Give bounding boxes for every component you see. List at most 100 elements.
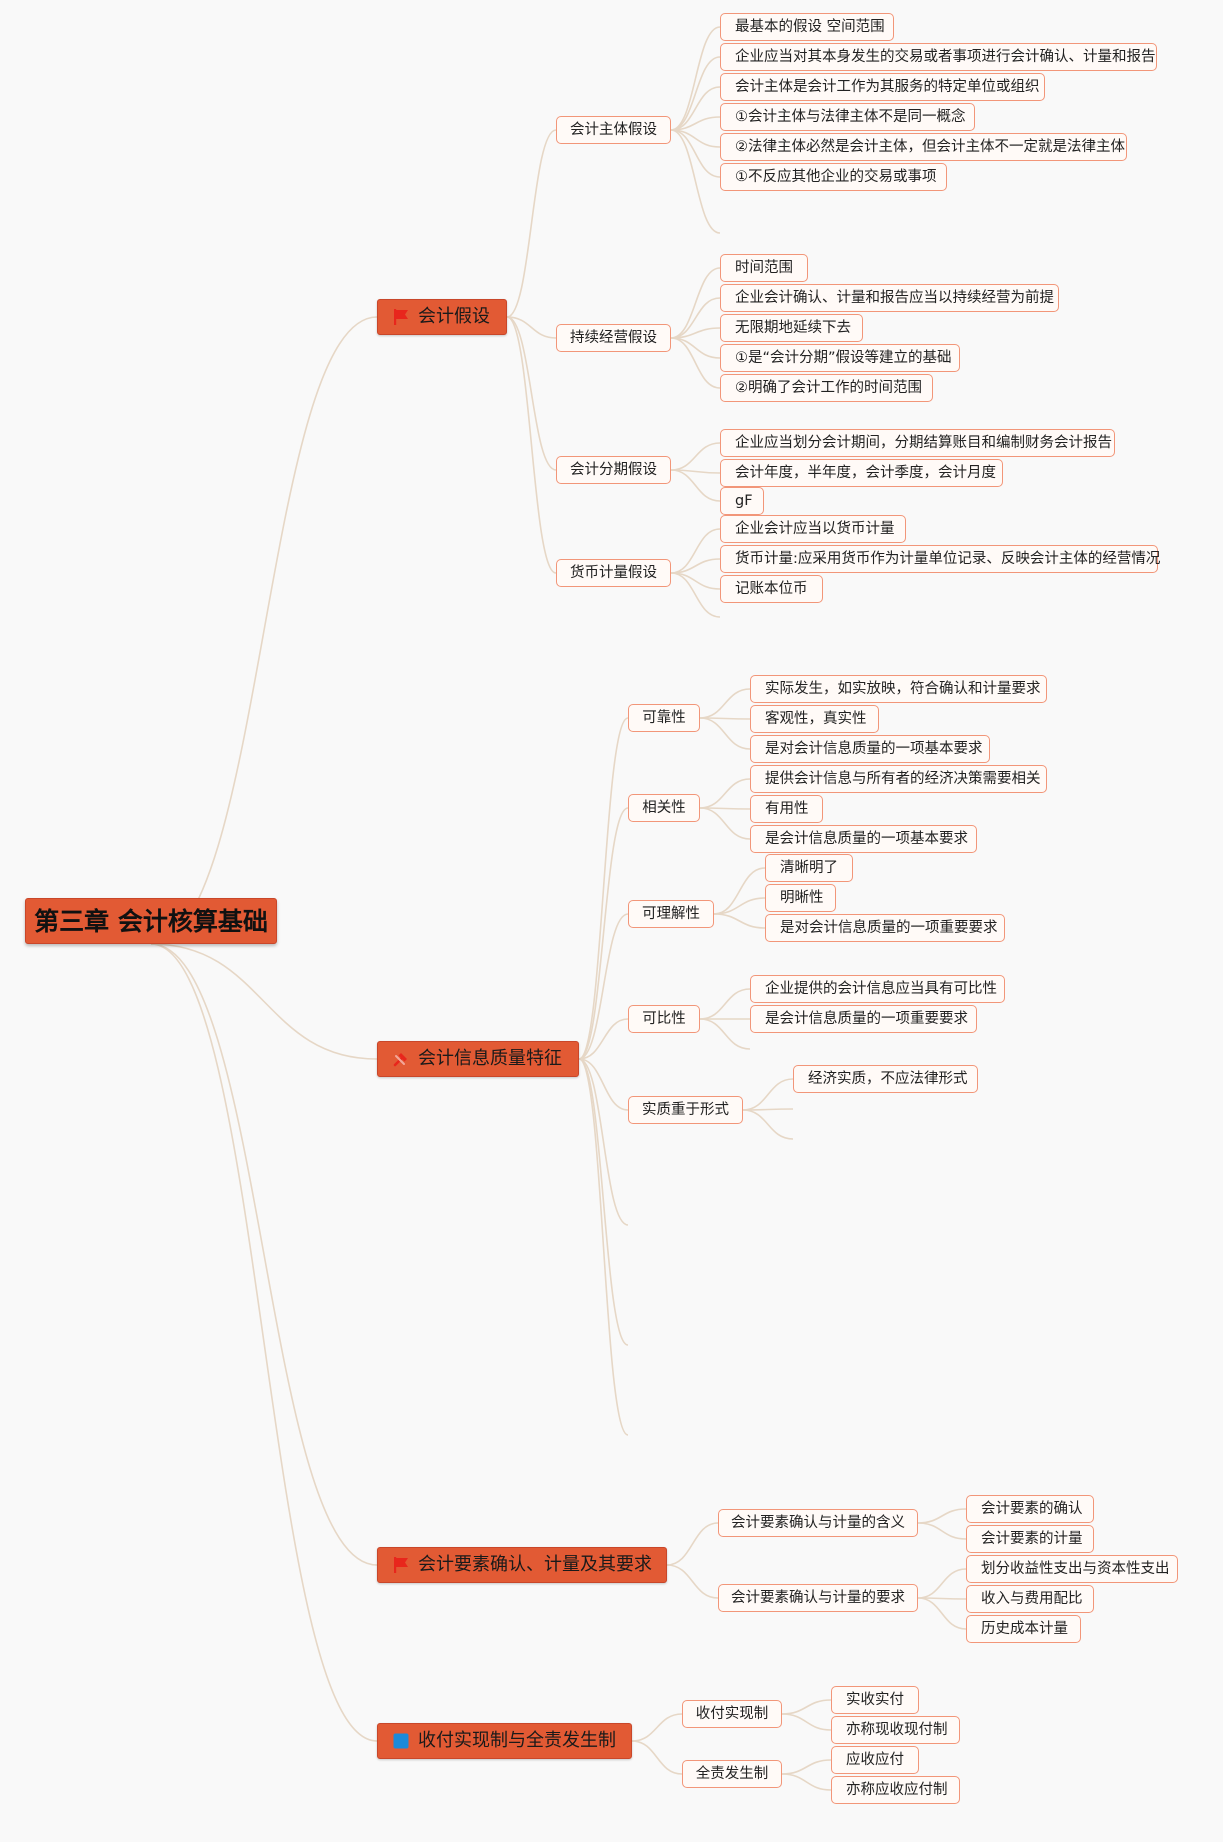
connector-sub-leaf-1-1-2 bbox=[670, 56, 721, 131]
leaf-topic[interactable]: 实际发生，如实放映，符合确认和计量要求 bbox=[750, 675, 1047, 703]
root-topic[interactable]: 第三章 会计核算基础 bbox=[25, 898, 277, 944]
sub-topic-1-2[interactable]: 持续经营假设 bbox=[556, 324, 671, 352]
branch-label: 会计信息质量特征 bbox=[418, 1048, 562, 1069]
connector-sub-leaf-2-5-1 bbox=[742, 1078, 794, 1111]
connector-sub-leaf-3-2-3 bbox=[917, 1597, 967, 1630]
leaf-topic[interactable]: 划分收益性支出与资本性支出 bbox=[966, 1555, 1178, 1583]
leaf-topic[interactable]: ②明确了会计工作的时间范围 bbox=[720, 374, 933, 402]
sub-topic-2-1[interactable]: 可靠性 bbox=[628, 704, 700, 732]
connector-sub-leaf-1-3-1 bbox=[670, 442, 721, 471]
connector-sub-leaf-2-1-3 bbox=[699, 717, 751, 750]
leaf-topic[interactable]: 企业会计确认、计量和报告应当以持续经营为前提 bbox=[720, 284, 1059, 312]
sub-topic-2-3[interactable]: 可理解性 bbox=[628, 900, 714, 928]
tools-icon bbox=[392, 1050, 410, 1068]
connector-sub-leaf-1-2-1 bbox=[670, 267, 721, 339]
connector-sub-leaf-2-4-1 bbox=[699, 988, 751, 1020]
leaf-topic[interactable]: 企业会计应当以货币计量 bbox=[720, 515, 906, 543]
branch-2[interactable]: 会计信息质量特征 bbox=[377, 1041, 579, 1077]
sub-topic-2-4[interactable]: 可比性 bbox=[628, 1005, 700, 1033]
leaf-topic[interactable]: ①不反应其他企业的交易或事项 bbox=[720, 163, 947, 191]
leaf-topic[interactable]: 客观性，真实性 bbox=[750, 705, 879, 733]
connector-branch-sub-4-1 bbox=[631, 1713, 683, 1742]
leaf-topic[interactable]: 应收应付 bbox=[831, 1746, 919, 1774]
sub-topic-1-4[interactable]: 货币计量假设 bbox=[556, 559, 671, 587]
leaf-topic[interactable]: 记账本位币 bbox=[720, 575, 823, 603]
leaf-topic[interactable]: ①是“会计分期”假设等建立的基础 bbox=[720, 344, 960, 372]
leaf-topic[interactable]: 明晰性 bbox=[765, 884, 836, 912]
leaf-topic[interactable]: ②法律主体必然是会计主体，但会计主体不一定就是法律主体 bbox=[720, 133, 1127, 161]
branch-label: 收付实现制与全责发生制 bbox=[418, 1730, 616, 1751]
connector-branch-sub-3-2 bbox=[666, 1564, 719, 1599]
sub-topic-4-1[interactable]: 收付实现制 bbox=[682, 1700, 782, 1728]
connector-root-branch-2 bbox=[150, 943, 378, 1060]
sub-topic-3-2[interactable]: 会计要素确认与计量的要求 bbox=[718, 1584, 918, 1612]
connector-empty-2-3 bbox=[578, 1058, 629, 1436]
connector-sub-leaf-3-2-1 bbox=[917, 1568, 967, 1599]
leaf-topic[interactable]: 企业应当对其本身发生的交易或者事项进行会计确认、计量和报告 bbox=[720, 43, 1157, 71]
branch-1[interactable]: 会计假设 bbox=[377, 299, 507, 335]
leaf-topic[interactable]: 历史成本计量 bbox=[966, 1615, 1081, 1643]
branch-3[interactable]: 会计要素确认、计量及其要求 bbox=[377, 1547, 667, 1583]
leaf-topic[interactable]: gF bbox=[720, 487, 764, 515]
connector-sub-leaf-4-1-1 bbox=[781, 1699, 832, 1715]
connector-sub-leaf-1-3-3 bbox=[670, 469, 721, 502]
connector-empty-leaf-1-4-1 bbox=[670, 572, 721, 618]
branch-4[interactable]: 收付实现制与全责发生制 bbox=[377, 1723, 632, 1759]
sub-topic-2-2[interactable]: 相关性 bbox=[628, 794, 700, 822]
leaf-topic[interactable]: 是会计信息质量的一项基本要求 bbox=[750, 825, 977, 853]
leaf-topic[interactable]: 亦称现收现付制 bbox=[831, 1716, 960, 1744]
sub-topic-2-5[interactable]: 实质重于形式 bbox=[628, 1096, 743, 1124]
connector-branch-sub-3-1 bbox=[666, 1522, 719, 1566]
sub-topic-1-1[interactable]: 会计主体假设 bbox=[556, 116, 671, 144]
leaf-topic[interactable]: 亦称应收应付制 bbox=[831, 1776, 960, 1804]
connector-empty-leaf-1-1-1 bbox=[670, 129, 721, 234]
connector-sub-leaf-1-1-1 bbox=[670, 26, 721, 131]
leaf-topic[interactable]: 提供会计信息与所有者的经济决策需要相关 bbox=[750, 765, 1047, 793]
leaf-topic[interactable]: 有用性 bbox=[750, 795, 823, 823]
connector-empty-leaf-2-4-1 bbox=[699, 1018, 751, 1050]
leaf-topic[interactable]: 最基本的假设 空间范围 bbox=[720, 13, 894, 41]
leaf-topic[interactable]: 是会计信息质量的一项重要要求 bbox=[750, 1005, 977, 1033]
branch-label: 会计假设 bbox=[418, 306, 490, 327]
sub-topic-1-3[interactable]: 会计分期假设 bbox=[556, 456, 671, 484]
leaf-topic[interactable]: 无限期地延续下去 bbox=[720, 314, 863, 342]
connector-sub-leaf-4-1-2 bbox=[781, 1713, 832, 1731]
leaf-topic[interactable]: 是对会计信息质量的一项基本要求 bbox=[750, 735, 990, 763]
leaf-topic[interactable]: 时间范围 bbox=[720, 254, 808, 282]
leaf-topic[interactable]: 会计年度，半年度，会计季度，会计月度 bbox=[720, 459, 1003, 487]
leaf-topic[interactable]: 是对会计信息质量的一项重要要求 bbox=[765, 914, 1005, 942]
leaf-topic[interactable]: 收入与费用配比 bbox=[966, 1585, 1094, 1613]
connector-sub-leaf-2-3-1 bbox=[713, 867, 766, 915]
leaf-topic[interactable]: 货币计量:应采用货币作为计量单位记录、反映会计主体的经营情况 bbox=[720, 545, 1160, 573]
connector-sub-leaf-2-3-3 bbox=[713, 913, 766, 929]
connector-branch-sub-2-3 bbox=[578, 913, 629, 1060]
connector-branch-sub-2-1 bbox=[578, 717, 629, 1060]
branch-label: 会计要素确认、计量及其要求 bbox=[418, 1554, 652, 1575]
leaf-topic[interactable]: 清晰明了 bbox=[765, 854, 853, 882]
sub-topic-3-1[interactable]: 会计要素确认与计量的含义 bbox=[718, 1509, 918, 1537]
leaf-topic[interactable]: 经济实质，不应法律形式 bbox=[793, 1065, 978, 1093]
leaf-topic[interactable]: 企业提供的会计信息应当具有可比性 bbox=[750, 975, 1005, 1003]
leaf-topic[interactable]: 会计主体是会计工作为其服务的特定单位或组织 bbox=[720, 73, 1045, 101]
connector-root-branch-1 bbox=[150, 316, 378, 945]
connector-sub-leaf-1-4-3 bbox=[670, 572, 721, 590]
connector-branch-sub-2-4 bbox=[578, 1018, 629, 1060]
leaf-topic[interactable]: ①会计主体与法律主体不是同一概念 bbox=[720, 103, 975, 131]
connector-sub-leaf-2-2-3 bbox=[699, 807, 751, 840]
connector-branch-sub-2-2 bbox=[578, 807, 629, 1060]
connector-sub-leaf-3-1-1 bbox=[917, 1508, 967, 1524]
leaf-topic[interactable]: 会计要素的计量 bbox=[966, 1525, 1094, 1553]
connector-sub-leaf-1-2-4 bbox=[670, 337, 721, 359]
red-flag-icon bbox=[392, 308, 410, 326]
connector-sub-leaf-4-2-1 bbox=[781, 1759, 832, 1775]
leaf-topic[interactable]: 实收实付 bbox=[831, 1686, 919, 1714]
connector-sub-leaf-4-2-2 bbox=[781, 1773, 832, 1791]
connector-branch-sub-1-1 bbox=[506, 129, 557, 318]
blue-square-icon bbox=[392, 1732, 410, 1750]
sub-topic-4-2[interactable]: 全责发生制 bbox=[682, 1760, 782, 1788]
connector-root-branch-4 bbox=[150, 943, 378, 1742]
connector-root-branch-3 bbox=[150, 943, 378, 1566]
leaf-topic[interactable]: 企业应当划分会计期间，分期结算账目和编制财务会计报告 bbox=[720, 429, 1115, 457]
leaf-topic[interactable]: 会计要素的确认 bbox=[966, 1495, 1094, 1523]
